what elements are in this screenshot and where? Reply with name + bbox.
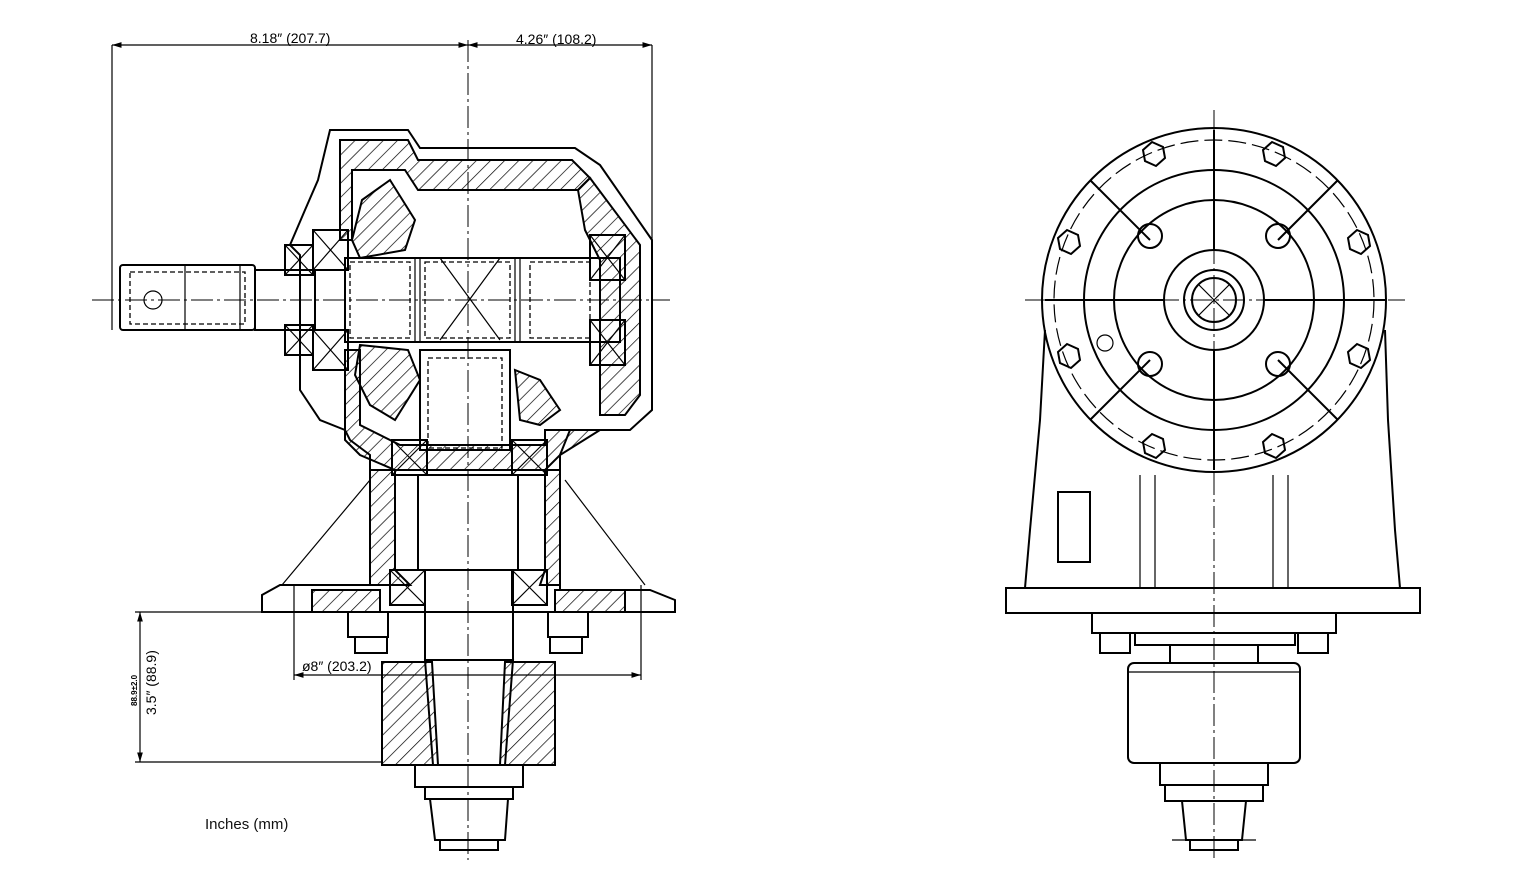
dim-flange-diameter: ø8″ (203.2) xyxy=(302,658,372,674)
dim-height: 3.5″ (88.9) xyxy=(143,650,159,715)
dim-left-width: 8.18″ (207.7) xyxy=(250,30,330,46)
section-view: 8.18″ (207.7) 4.26″ (108.2) xyxy=(92,30,676,860)
dim-height-tolerance: 88.9±2.0 xyxy=(130,674,139,706)
dim-right-width: 4.26″ (108.2) xyxy=(516,31,596,47)
front-view xyxy=(1005,110,1421,860)
units-note: Inches (mm) xyxy=(205,816,289,833)
